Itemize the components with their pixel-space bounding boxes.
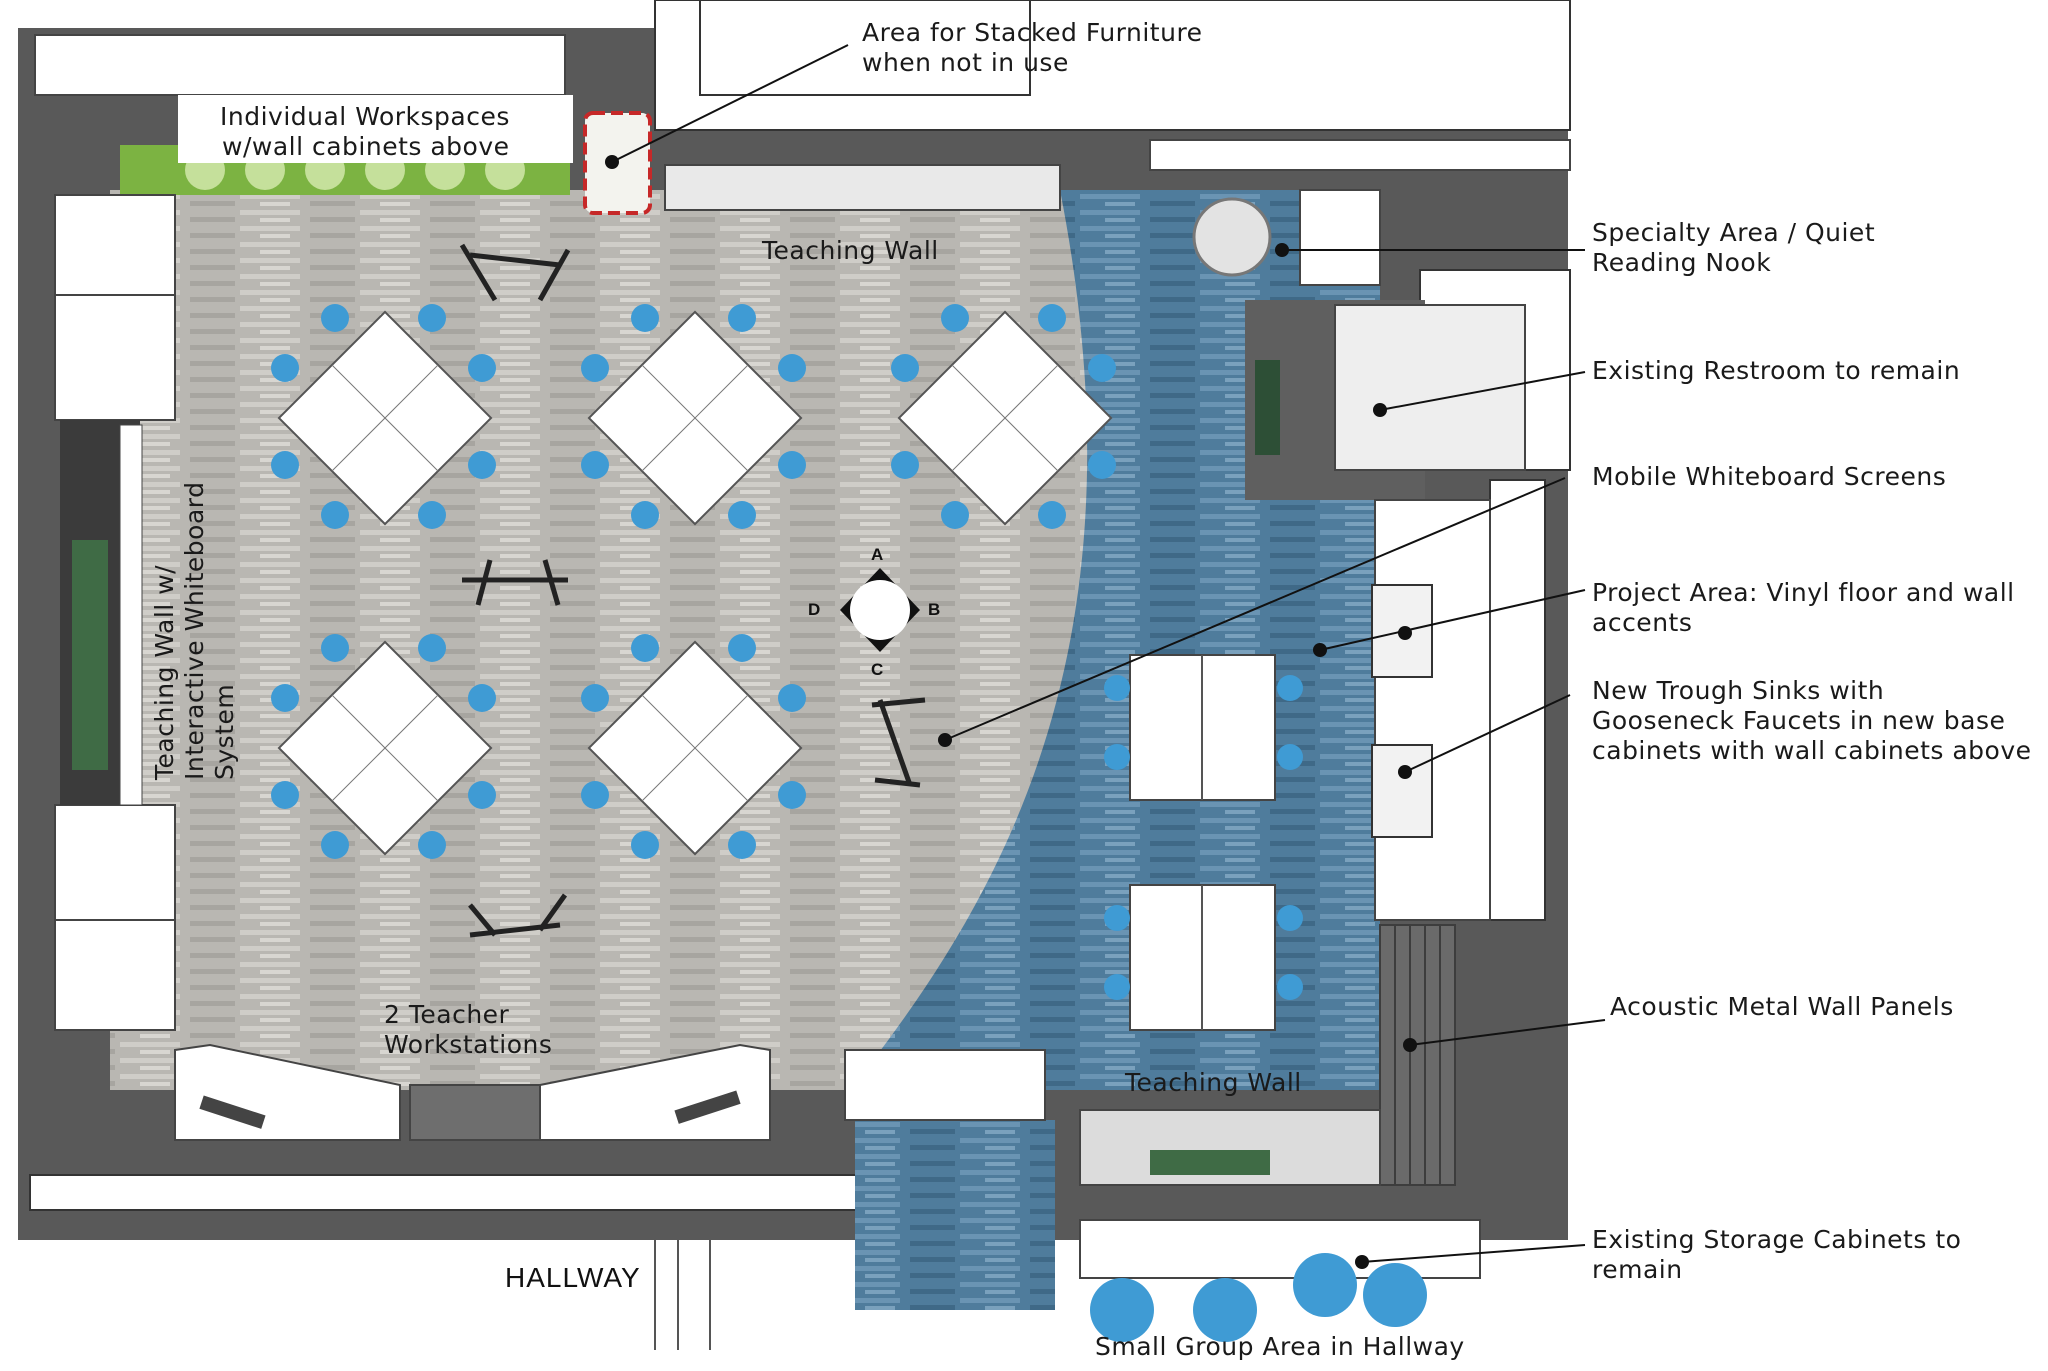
- label-acoustic-panels: Acoustic Metal Wall Panels: [1610, 992, 1954, 1021]
- project-tables: [1104, 654, 1303, 1031]
- individual-workspaces: [34, 34, 573, 195]
- leader-lines: [611, 44, 1606, 1263]
- orientation-c: C: [871, 660, 884, 679]
- label-small-group: Small Group Area in Hallway: [1095, 1332, 1465, 1361]
- table-group-5: [581, 634, 806, 859]
- orientation-d: D: [808, 600, 821, 619]
- table-group-2: [581, 304, 806, 529]
- table-group-4: [271, 634, 496, 859]
- left-wall-cabinets: [54, 194, 176, 1031]
- mobile-whiteboards: [459, 243, 926, 938]
- leader-dots: [605, 155, 1417, 1269]
- trough-sinks: [1371, 499, 1491, 921]
- reading-nook: [1192, 189, 1381, 286]
- orientation-b: B: [928, 600, 941, 619]
- orientation-a: A: [871, 545, 884, 564]
- existing-restroom: [1245, 300, 1526, 500]
- hallway-seating: [1090, 1253, 1427, 1342]
- hallway-lines: [654, 1240, 711, 1350]
- table-group-3: [891, 304, 1116, 529]
- orientation-marker: [840, 568, 920, 652]
- acoustic-wall-panels: [1379, 924, 1456, 1186]
- blue-hallway-floor: [855, 1120, 1055, 1310]
- label-mobile-whiteboard: Mobile Whiteboard Screens: [1592, 462, 1947, 491]
- table-group-1: [271, 304, 496, 529]
- label-teaching-wall-top: Teaching Wall: [762, 236, 939, 265]
- label-hallway: HALLWAY: [505, 1262, 641, 1293]
- label-existing-restroom: Existing Restroom to remain: [1592, 356, 1961, 385]
- bottom-teaching-wall: [844, 1049, 1481, 1279]
- teacher-workstations: [174, 1043, 771, 1141]
- label-teaching-wall-bottom: Teaching Wall: [1125, 1068, 1302, 1097]
